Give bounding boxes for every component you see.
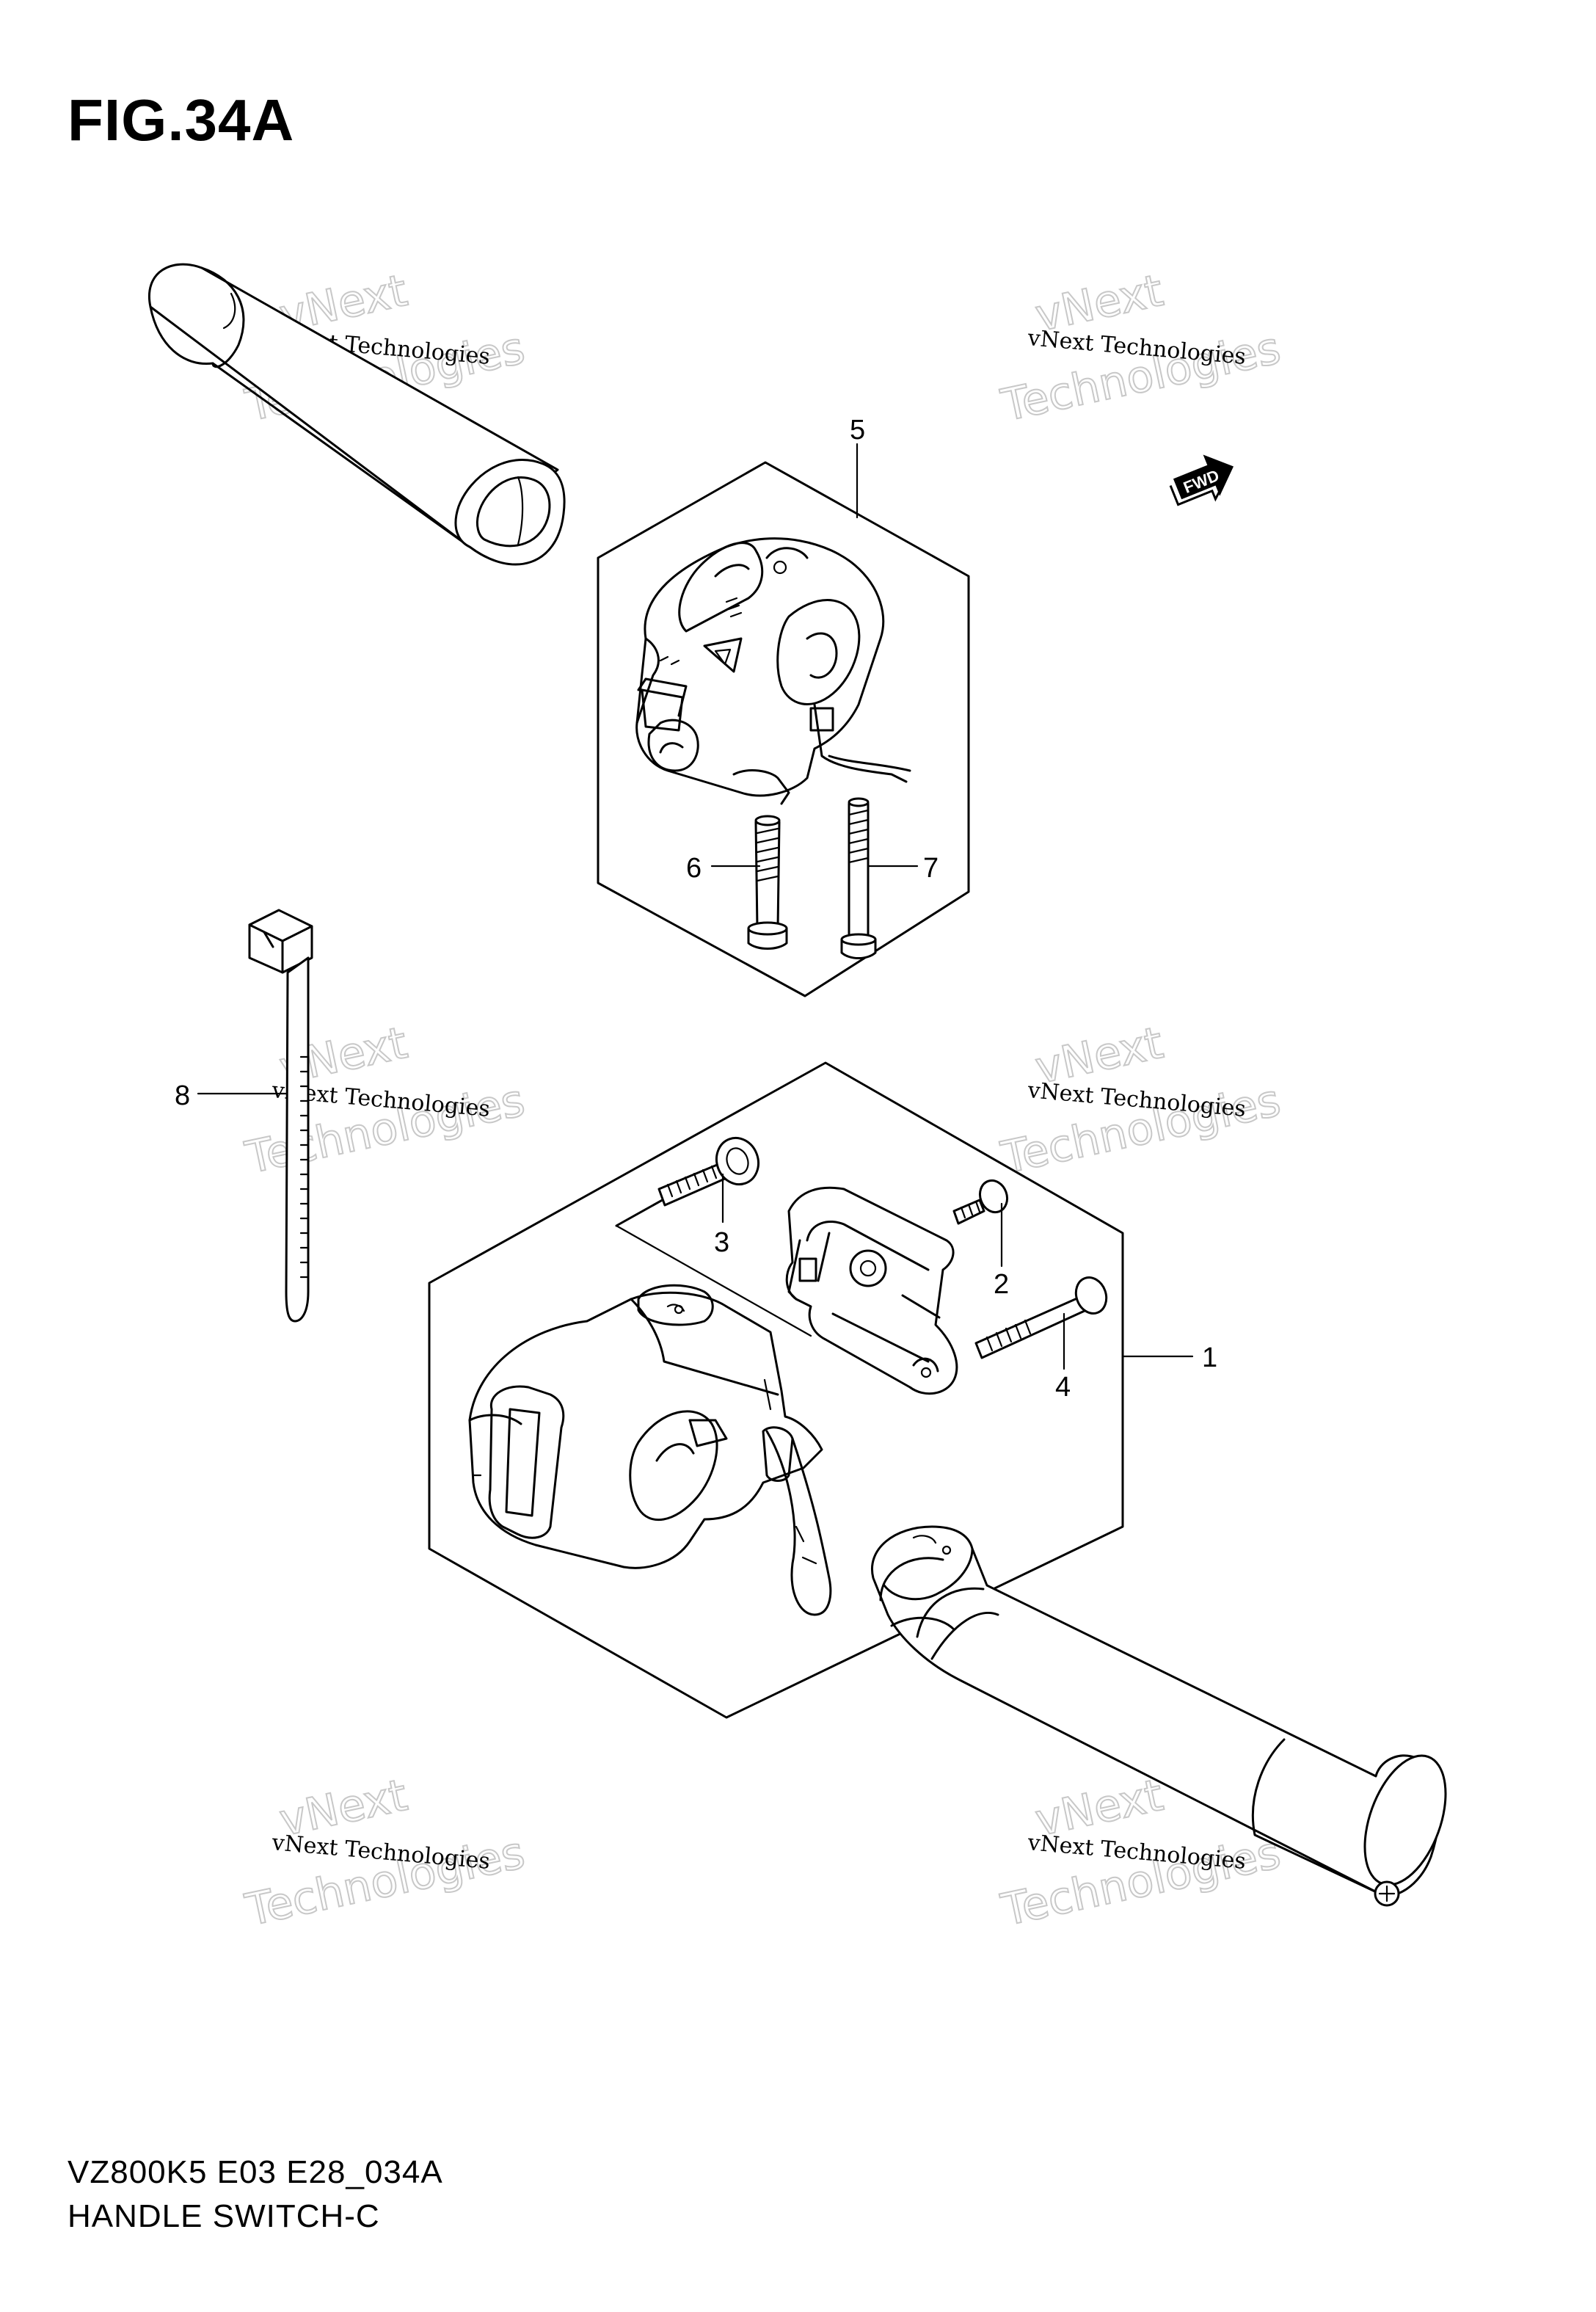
callout-6: 6	[686, 853, 761, 884]
callout-number: 5	[850, 415, 865, 446]
callout-number: 3	[714, 1227, 729, 1258]
watermark-middle-right: vNext Technologies vNext Technologies	[996, 1017, 1286, 1185]
figure-code: VZ800K5 E03 E28_034A	[68, 2154, 443, 2190]
callout-4: 4	[1055, 1312, 1071, 1403]
screw-6	[747, 815, 788, 950]
callout-1: 1	[1121, 1342, 1217, 1373]
watermark-middle-left: vNext Technologies vNext Technologies	[240, 1017, 530, 1185]
callout-8: 8	[175, 1080, 288, 1111]
callout-3: 3	[714, 1173, 729, 1258]
left-grip	[148, 263, 566, 566]
watermark-bottom-left: vNext Technologies vNext Technologies	[240, 1769, 530, 1937]
callout-number: 4	[1055, 1372, 1071, 1403]
figure-title: FIG.34A	[68, 87, 295, 153]
fwd-arrow-icon: FWD	[1169, 454, 1234, 506]
right-grip	[871, 1525, 1447, 1907]
watermark-top-right: vNext Technologies vNext Technologies	[996, 264, 1286, 432]
right-handle-switch	[635, 537, 911, 805]
callout-number: 1	[1202, 1342, 1217, 1373]
callout-number: 6	[686, 853, 702, 884]
assembly-5-outline	[597, 461, 970, 997]
callout-number: 8	[175, 1080, 190, 1111]
screw-4	[974, 1276, 1108, 1359]
callout-number: 7	[923, 853, 939, 884]
cable-tie	[248, 909, 313, 1323]
screw-3	[657, 1136, 759, 1207]
screw-7	[840, 797, 877, 959]
switch-bracket	[785, 1186, 958, 1395]
callout-5: 5	[850, 415, 865, 519]
figure-name: HANDLE SWITCH-C	[68, 2198, 380, 2234]
callout-7: 7	[867, 853, 939, 884]
left-handle-switch	[468, 1284, 832, 1616]
callout-number: 2	[994, 1269, 1009, 1300]
callout-2: 2	[994, 1202, 1009, 1300]
screw-2	[952, 1179, 1009, 1225]
